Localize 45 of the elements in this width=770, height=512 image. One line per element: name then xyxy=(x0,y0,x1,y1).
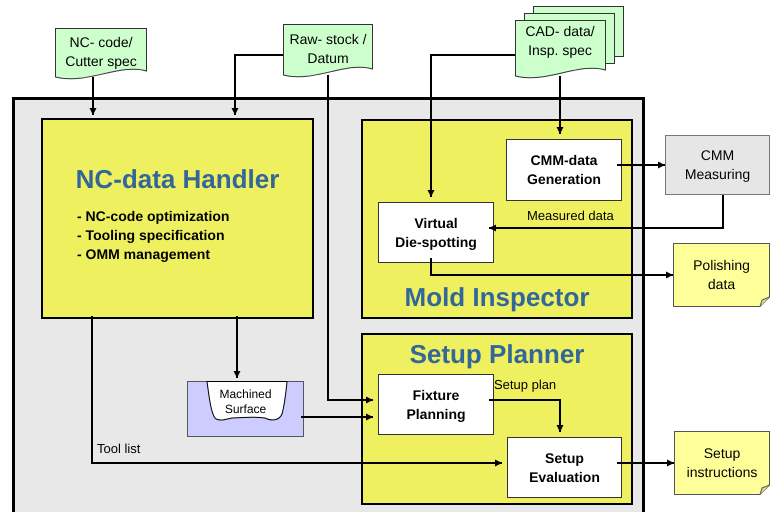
arrow xyxy=(489,195,724,232)
node-label: Polishing data xyxy=(692,256,751,294)
arrow xyxy=(301,414,373,420)
arrow xyxy=(617,162,665,168)
node-label: Setup instructions xyxy=(686,444,758,482)
process-box xyxy=(507,437,622,498)
arrow xyxy=(90,77,96,115)
module-box xyxy=(41,118,314,319)
arrow xyxy=(234,316,240,378)
machined-surface-drawing xyxy=(187,381,304,437)
process-box xyxy=(378,374,494,435)
note-shape xyxy=(673,243,770,307)
module-box xyxy=(361,333,633,505)
process-box xyxy=(506,139,622,201)
feature-item: - OMM management xyxy=(76,245,212,264)
edge-label: Tool list xyxy=(97,441,140,456)
module-title: NC-data Handler xyxy=(74,164,280,196)
process-box xyxy=(665,135,770,195)
node-label: NC- code/ Cutter spec xyxy=(64,32,138,70)
node-label: Setup Evaluation xyxy=(528,448,601,486)
system-frame xyxy=(12,97,645,512)
arrow xyxy=(489,399,564,432)
module-box xyxy=(361,119,633,319)
node-label: CMM-data Generation xyxy=(526,151,602,189)
node-label: CMM Measuring xyxy=(684,146,752,184)
note-shape xyxy=(674,431,770,495)
arrow xyxy=(617,460,674,466)
node-label: Virtual Die-spotting xyxy=(394,214,478,252)
arrow xyxy=(327,75,373,404)
node-label: CAD- data/ Insp. spec xyxy=(524,22,596,60)
feature-item: - Tooling specification xyxy=(76,226,226,245)
feature-item: - NC-code optimization xyxy=(76,207,230,226)
node-label: Raw- stock / Datum xyxy=(288,30,368,68)
arrow xyxy=(428,54,515,197)
arrow xyxy=(430,258,673,278)
node-label: Fixture Planning xyxy=(405,386,467,424)
arrow xyxy=(91,316,502,466)
module-title: Mold Inspector xyxy=(404,282,590,313)
node-label: Machined Surface xyxy=(218,387,273,417)
arrow xyxy=(232,54,283,115)
edge-label: Setup plan xyxy=(494,377,556,392)
edge-label: Measured data xyxy=(527,208,614,223)
process-box xyxy=(378,202,494,263)
module-title: Setup Planner xyxy=(408,339,586,370)
arrow xyxy=(556,76,564,134)
